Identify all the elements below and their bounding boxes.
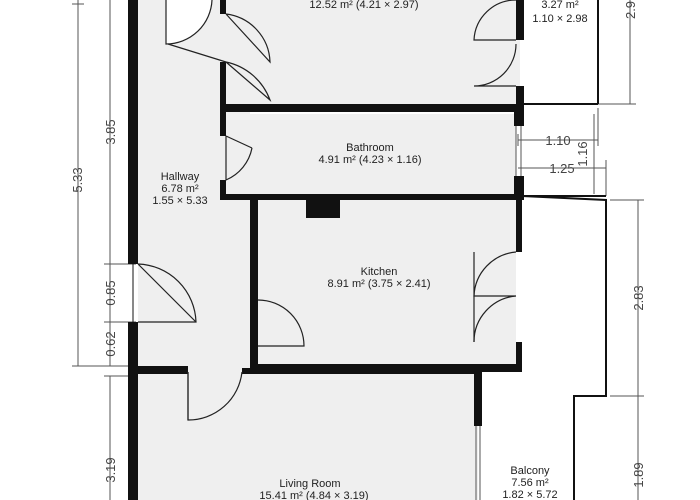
left-exterior-wall-lower <box>128 322 138 500</box>
hallway-side-door <box>137 263 197 323</box>
living-top-wall-right <box>242 368 482 374</box>
bathroom-right-wall <box>514 112 524 126</box>
living-door <box>187 371 243 421</box>
living-top-wall-left <box>128 366 188 374</box>
top-room-left-wall-top <box>220 0 226 14</box>
top-room-right-door-2 <box>473 43 517 87</box>
small-room-dims: 1.10 × 2.98 <box>532 13 587 25</box>
dim-right-29: 2.9 <box>623 1 638 19</box>
doors <box>137 0 517 421</box>
dim-right-283: 2.83 <box>631 285 646 310</box>
top-room-bottom-wall <box>220 104 520 112</box>
bathroom-door <box>225 136 253 181</box>
hallway-name: Hallway <box>161 171 200 183</box>
bathroom-left-wall <box>220 112 226 136</box>
bathroom-name: Bathroom <box>346 142 394 154</box>
dim-left-385: 3.85 <box>103 119 118 144</box>
room-labels: 12.52 m² (4.21 × 2.97) 3.27 m² 1.10 × 2.… <box>152 0 587 500</box>
kitchen-dims: 8.91 m² (3.75 × 2.41) <box>327 278 430 290</box>
bathroom-floor <box>224 114 516 194</box>
living-room-name: Living Room <box>279 478 340 490</box>
dim-left-085: 0.85 <box>103 280 118 305</box>
dim-right-116: 1.16 <box>575 141 590 166</box>
top-room-right-wall <box>516 0 524 40</box>
top-room-left-door <box>225 13 271 64</box>
hall-door-upper <box>167 43 271 101</box>
balcony-dims: 1.82 × 5.72 <box>502 489 557 500</box>
kitchen-right-wall <box>516 200 522 252</box>
top-room-right-door <box>473 0 516 41</box>
top-room-right-wall-lower <box>516 86 524 114</box>
kitchen-floor <box>258 200 516 364</box>
top-room-left-wall <box>220 62 226 108</box>
kitchen-left-wall <box>250 200 258 364</box>
top-room-dims: 12.52 m² (4.21 × 2.97) <box>309 0 418 11</box>
balcony-outline <box>521 195 607 500</box>
dimension-labels: 5.33 3.85 0.85 0.62 3.19 2.9 1.10 1.16 1… <box>70 1 646 488</box>
top-room-door <box>165 0 213 45</box>
kitchen-inner-door <box>257 299 305 347</box>
dim-right-125: 1.25 <box>549 161 574 176</box>
walls <box>128 0 607 500</box>
small-room-area: 3.27 m² <box>541 0 579 11</box>
hallway-dims: 1.55 × 5.33 <box>152 195 207 207</box>
dim-left-total: 5.33 <box>70 167 85 192</box>
dim-right-189: 1.89 <box>631 462 646 487</box>
balcony-name: Balcony <box>510 465 550 477</box>
bathroom-dims: 4.91 m² (4.23 × 1.16) <box>318 154 421 166</box>
dim-right-110: 1.10 <box>545 133 570 148</box>
kitchen-top-vent <box>306 200 340 218</box>
dim-left-319: 3.19 <box>103 457 118 482</box>
top-room-floor <box>220 0 520 106</box>
left-exterior-wall <box>128 0 138 264</box>
kitchen-door <box>473 251 517 343</box>
living-right-wall <box>474 372 482 426</box>
kitchen-right-wall-lower <box>516 342 522 370</box>
balcony-area: 7.56 m² <box>511 477 549 489</box>
living-room-floor <box>138 372 478 500</box>
kitchen-name: Kitchen <box>361 266 398 278</box>
bathroom-left-wall-lower <box>220 180 226 198</box>
living-room-dims: 15.41 m² (4.84 × 3.19) <box>259 490 368 500</box>
hallway-area: 6.78 m² <box>161 183 199 195</box>
floor-areas <box>138 0 520 500</box>
bathroom-right-wall-lower <box>514 176 524 198</box>
dim-left-062: 0.62 <box>103 331 118 356</box>
bathroom-bottom-wall <box>220 194 524 200</box>
